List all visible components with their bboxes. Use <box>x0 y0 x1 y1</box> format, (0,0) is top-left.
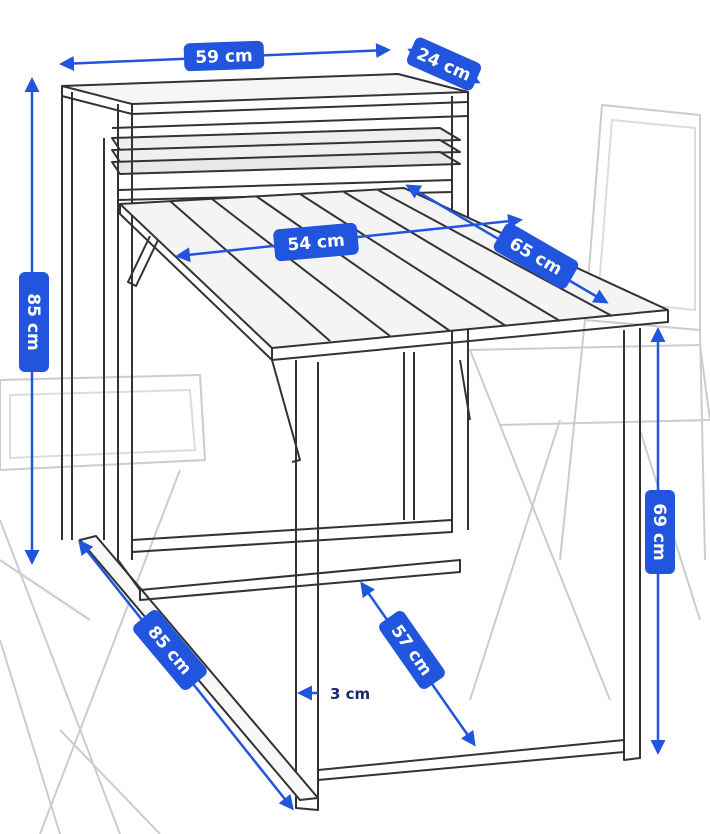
dim-leg-width: 3 cm <box>326 680 374 704</box>
dim-table-height-label: 69 cm <box>649 503 669 560</box>
dim-tabletop-width-label: 54 cm <box>287 231 346 256</box>
dim-tabletop-width: 54 cm <box>273 222 359 262</box>
dim-leg-width-label: 3 cm <box>330 685 370 703</box>
dim-table-height: 69 cm <box>645 490 675 574</box>
dim-top-width-label: 59 cm <box>195 46 253 68</box>
dim-total-height: 85 cm <box>19 272 49 372</box>
dim-base-length: 85 cm <box>133 609 207 691</box>
dim-leg-span: 57 cm <box>379 610 445 690</box>
dim-top-width: 59 cm <box>183 40 265 72</box>
dim-total-height-label: 85 cm <box>23 293 43 350</box>
